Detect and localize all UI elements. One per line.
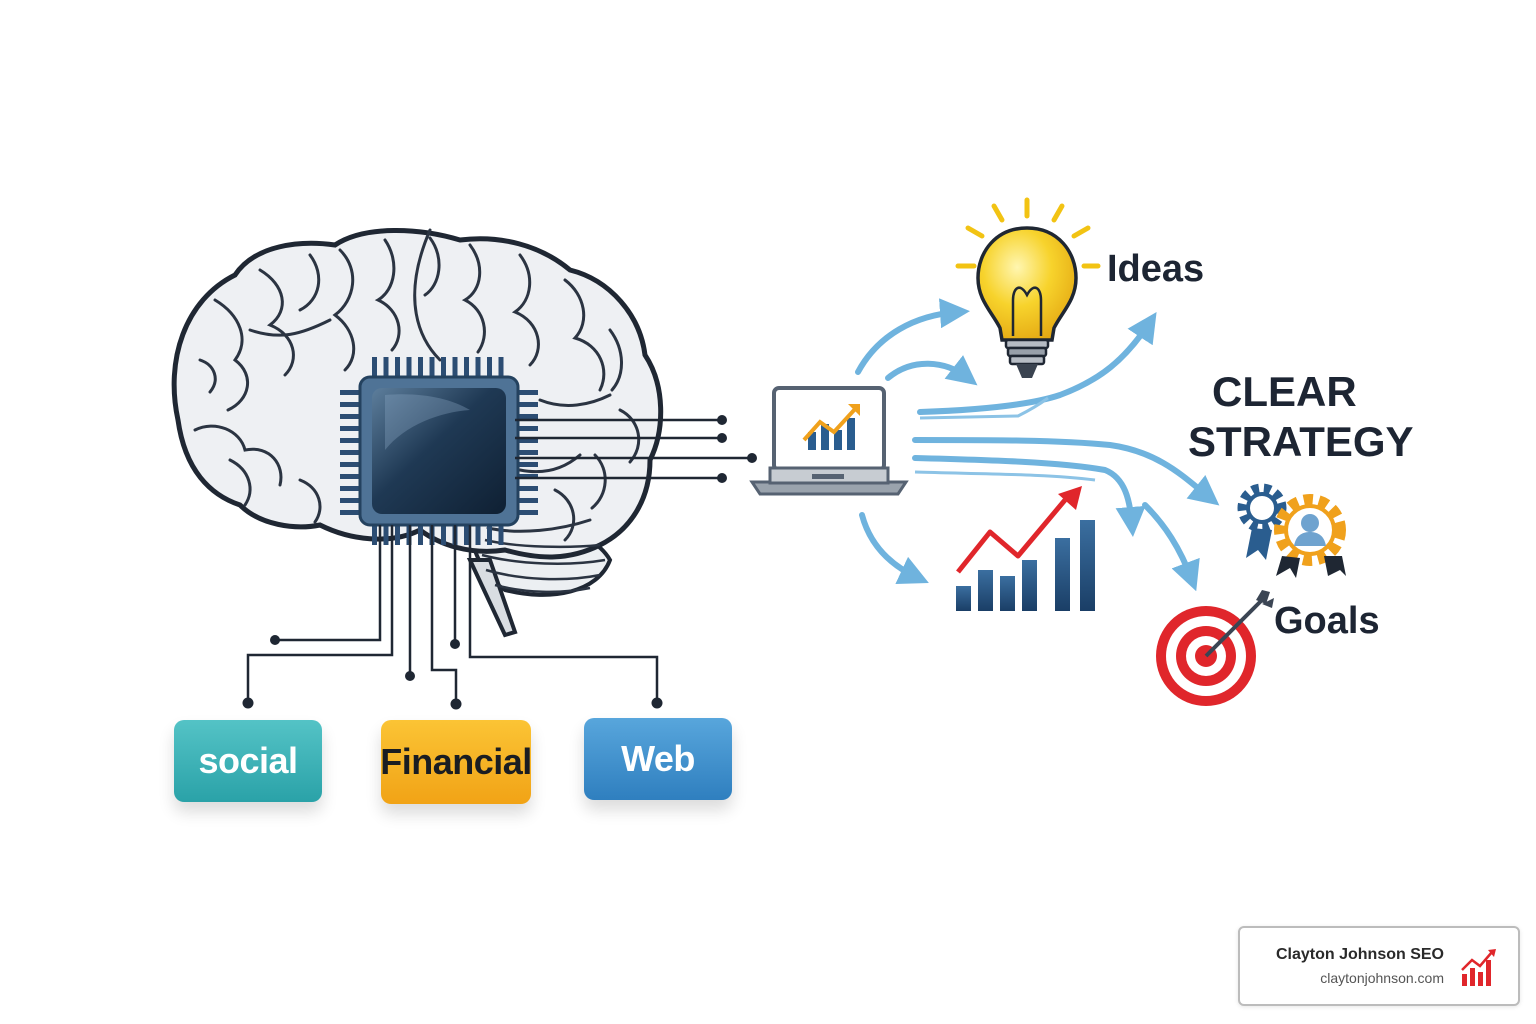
chip-output-lines: [515, 418, 752, 480]
brand-watermark: Clayton Johnson SEO claytonjohnson.com: [1238, 926, 1520, 1006]
lightbulb-icon: [955, 197, 1101, 378]
bar-chart-icon: [956, 486, 1095, 611]
laptop-icon: [749, 386, 909, 496]
chip-pin: [340, 414, 360, 419]
chip-pin: [475, 525, 481, 545]
chip-pin: [340, 462, 360, 467]
chip-pin: [340, 510, 360, 515]
chip-pin: [340, 402, 360, 407]
chip-pin: [340, 390, 360, 395]
strategy-label-line1: CLEAR: [1212, 368, 1357, 415]
chip-pin: [464, 525, 469, 545]
chip-pin: [518, 402, 538, 407]
source-social-label: social: [198, 740, 298, 781]
laptop-chart-icon: [802, 404, 860, 450]
chip-pin: [372, 525, 377, 545]
chip-pin: [383, 357, 389, 377]
chip-pin: [340, 498, 360, 503]
goals-label: Goals: [1274, 600, 1380, 642]
chip-pin: [464, 357, 469, 377]
chip-icon: [340, 357, 538, 545]
chip-pin: [418, 525, 423, 545]
chip-pin: [395, 525, 400, 545]
chip-pin: [383, 525, 389, 545]
trend-chart-icon: [1461, 949, 1496, 986]
chip-pin: [475, 357, 481, 377]
source-web-box: Web: [584, 718, 732, 800]
chip-pin: [518, 486, 538, 491]
chip-pin: [518, 414, 538, 419]
chip-pin: [518, 438, 538, 443]
brand-url: claytonjohnson.com: [1320, 970, 1444, 986]
chip-pin: [441, 525, 446, 545]
flow-guides: [914, 396, 1096, 482]
brand-name: Clayton Johnson SEO: [1275, 946, 1444, 963]
chip-pin: [498, 357, 504, 377]
chip-pin: [518, 390, 538, 395]
chip-pin: [487, 525, 492, 545]
chip-pin: [441, 357, 446, 377]
chip-pin: [518, 426, 538, 431]
chip-pin: [429, 357, 435, 377]
chip-pin: [452, 357, 458, 377]
chip-pin: [518, 450, 538, 455]
source-social-box: social: [174, 720, 322, 802]
chip-pin: [518, 510, 538, 515]
chip-input-lines: [246, 525, 659, 704]
chip-pin: [395, 357, 400, 377]
strategy-label-line2: STRATEGY: [1188, 418, 1414, 465]
chip-pin: [340, 474, 360, 479]
chip-pin: [518, 462, 538, 467]
gears-person-icon: [1237, 483, 1346, 578]
ideas-label: Ideas: [1107, 248, 1205, 290]
chip-pin: [518, 474, 538, 479]
connector-dots-bottom: [242, 635, 663, 710]
chip-pin: [406, 357, 412, 377]
chip-pin: [372, 357, 377, 377]
chip-pin: [340, 450, 360, 455]
chip-pin: [418, 357, 423, 377]
source-web-label: Web: [621, 738, 695, 779]
chip-pin: [340, 426, 360, 431]
connector-dots-right: [717, 415, 757, 483]
chip-pin: [340, 438, 360, 443]
chip-pin: [518, 498, 538, 503]
flow-arrows: [855, 298, 1220, 592]
target-icon: [1156, 590, 1274, 706]
source-financial-label: Financial: [380, 741, 532, 782]
chip-pin: [340, 486, 360, 491]
chip-pin: [498, 525, 504, 545]
chip-pin: [487, 357, 492, 377]
source-financial-box: Financial: [380, 720, 532, 804]
